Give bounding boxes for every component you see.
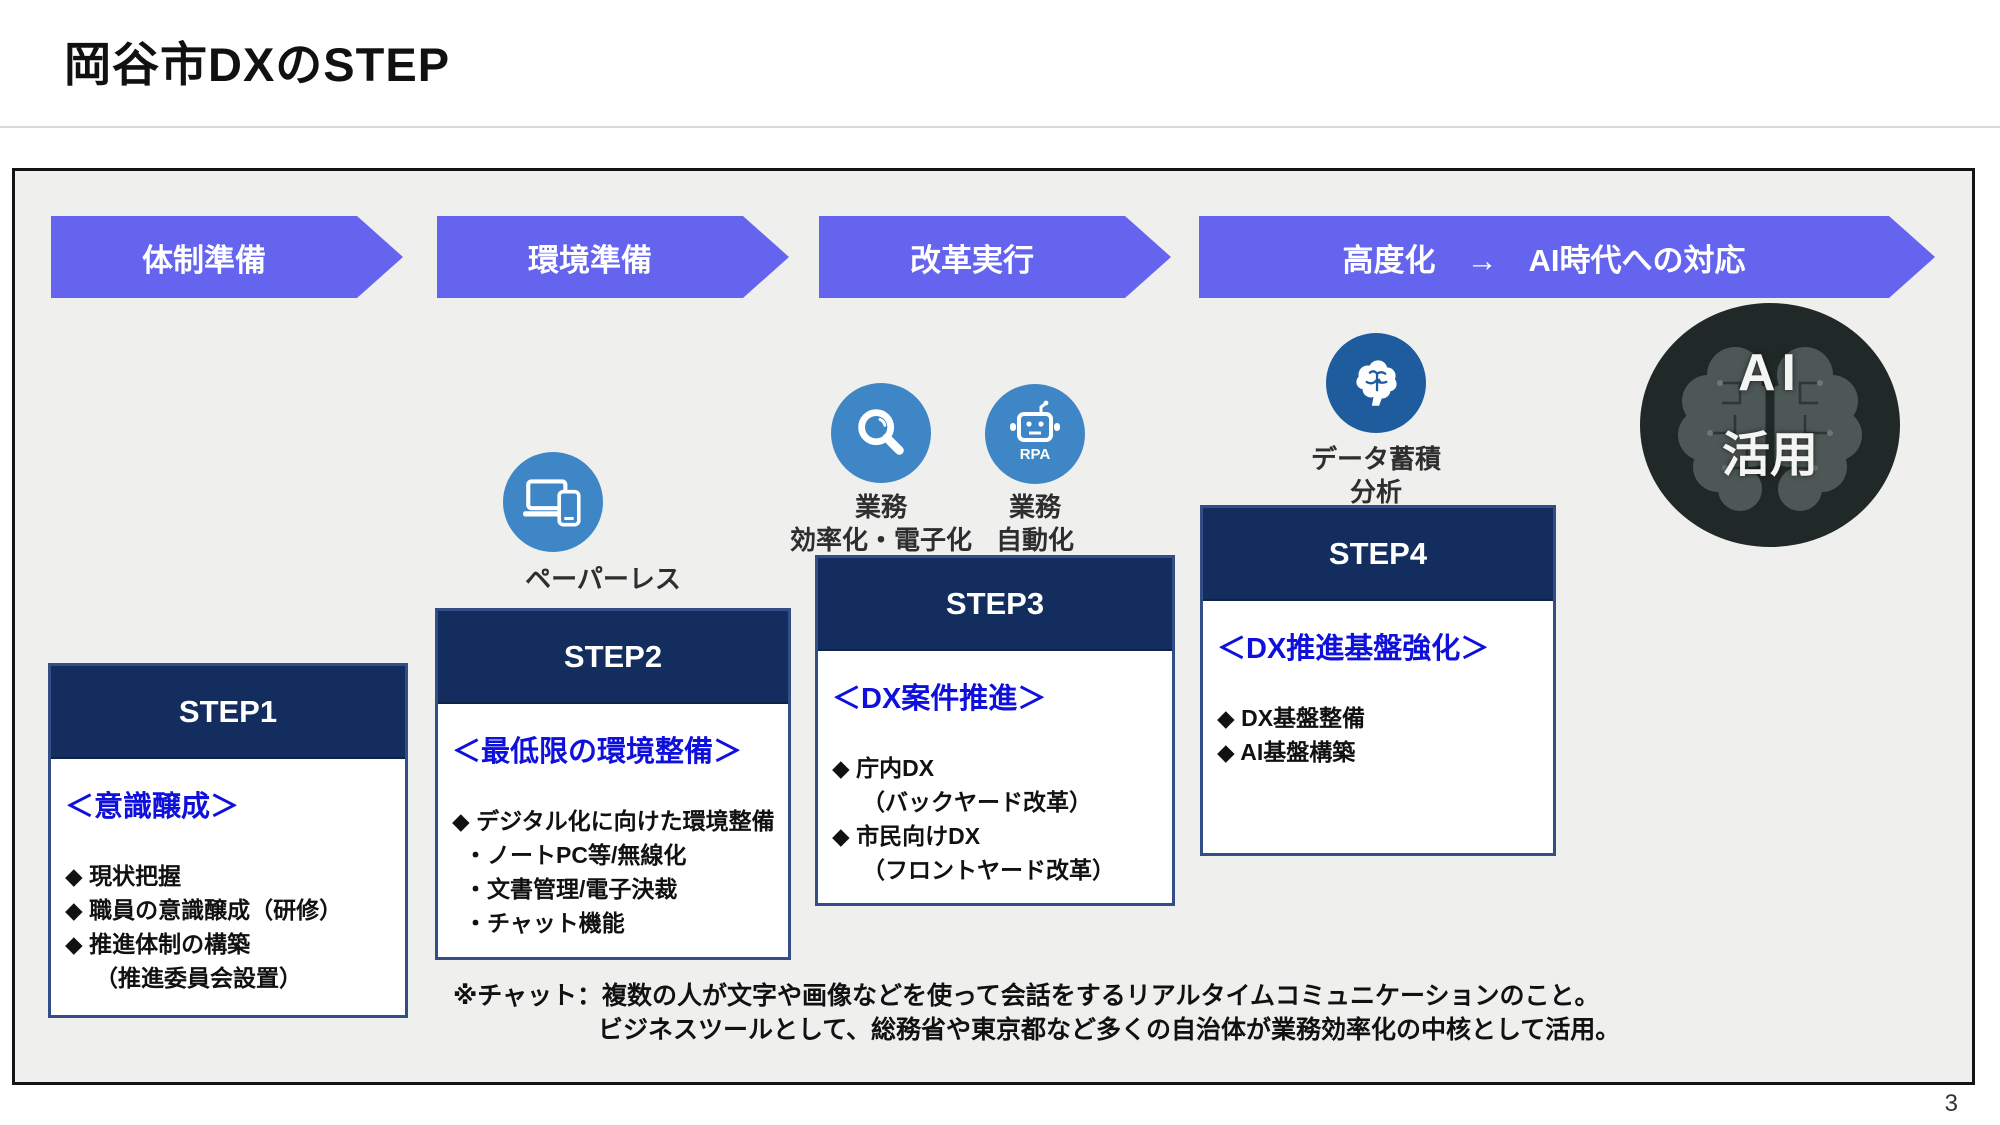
rpa-badge: RPA	[1020, 446, 1051, 463]
phase-arrow-4-label: 高度化 → AI時代への対応	[1342, 242, 1746, 278]
rpa-label: 業務 自動化	[955, 491, 1115, 557]
step1-item: （推進委員会設置）	[95, 965, 302, 991]
efficiency-label-line1: 業務	[854, 492, 907, 522]
step2-box: STEP2 ＜最低限の環境整備＞ ◆ デジタル化に向けた環境整備 ・ノートPC等…	[435, 608, 791, 960]
step3-item: ◆ 庁内DX	[832, 755, 935, 781]
step1-item: ◆ 推進体制の構築	[65, 931, 251, 957]
step4-item: ◆ AI基盤構築	[1217, 739, 1356, 765]
step2-title: STEP2	[438, 611, 788, 704]
phase-arrow-1: 体制準備	[51, 216, 403, 298]
page-number: 3	[1944, 1090, 1958, 1117]
footnote-line1: ※チャット：複数の人が文字や画像などを使って会話をするリアルタイムコミュニケーシ…	[453, 982, 1600, 1010]
step3-body: ＜DX案件推進＞ ◆ 庁内DX （バックヤード改革） ◆ 市民向けDX （フロン…	[818, 651, 1172, 897]
main-panel: 体制準備 環境準備 改革実行 高度化 → AI時代への対応 ペーパーレス	[12, 168, 1975, 1085]
title-divider	[0, 126, 2000, 128]
step2-item: ・ノートPC等/無線化	[464, 842, 687, 868]
step2-item: ・文書管理/電子決裁	[464, 876, 678, 902]
efficiency-label: 業務 効率化・電子化	[751, 491, 1011, 557]
phase-arrow-1-label: 体制準備	[142, 242, 266, 278]
ai-circle-line1: AI	[1738, 344, 1802, 402]
step2-heading: ＜最低限の環境整備＞	[452, 736, 743, 768]
step3-item: ◆ 市民向けDX	[832, 823, 981, 849]
step3-title: STEP3	[818, 558, 1172, 651]
step3-heading: ＜DX案件推進＞	[832, 683, 1047, 715]
step4-title: STEP4	[1203, 508, 1553, 601]
ai-circuit-brain-icon	[1640, 303, 1900, 547]
brain-icon	[1326, 333, 1426, 433]
step1-heading: ＜意識醸成＞	[65, 791, 240, 823]
phase-arrow-2: 環境準備	[437, 216, 789, 298]
ai-brain-badge: AI 活用	[1640, 303, 1900, 547]
rpa-label-line1: 業務	[1008, 492, 1061, 522]
step4-box: STEP4 ＜DX推進基盤強化＞ ◆ DX基盤整備 ◆ AI基盤構築	[1200, 505, 1556, 856]
paperless-label: ペーパーレス	[525, 564, 681, 594]
step4-body: ＜DX推進基盤強化＞ ◆ DX基盤整備 ◆ AI基盤構築	[1203, 601, 1553, 779]
phase-arrow-3: 改革実行	[819, 216, 1171, 298]
chat-footnote: ※チャット：複数の人が文字や画像などを使って会話をするリアルタイムコミュニケーシ…	[453, 979, 1620, 1047]
step4-item: ◆ DX基盤整備	[1217, 705, 1366, 731]
step3-item: （フロントヤード改革）	[862, 857, 1115, 883]
phase-arrow-2-label: 環境準備	[528, 242, 652, 278]
data-analysis-label-line2: 分析	[1349, 477, 1402, 507]
step3-box: STEP3 ＜DX案件推進＞ ◆ 庁内DX （バックヤード改革） ◆ 市民向けD…	[815, 555, 1175, 906]
step3-item: （バックヤード改革）	[862, 789, 1092, 815]
footnote-line2: ビジネスツールとして、総務省や東京都など多くの自治体が業務効率化の中核として活用…	[598, 1016, 1621, 1044]
step1-title: STEP1	[51, 666, 405, 759]
data-analysis-label-line1: データ蓄積	[1310, 444, 1441, 474]
step1-box: STEP1 ＜意識醸成＞ ◆ 現状把握 ◆ 職員の意識醸成（研修） ◆ 推進体制…	[48, 663, 408, 1018]
rpa-robot-icon: RPA	[985, 384, 1085, 484]
step4-heading: ＜DX推進基盤強化＞	[1217, 633, 1490, 665]
step1-body: ＜意識醸成＞ ◆ 現状把握 ◆ 職員の意識醸成（研修） ◆ 推進体制の構築 （推…	[51, 759, 405, 1005]
rpa-label-line2: 自動化	[995, 525, 1074, 555]
page-title: 岡谷市DXのSTEP	[64, 38, 451, 91]
step1-item: ◆ 職員の意識醸成（研修）	[65, 897, 343, 923]
step2-item: ◆ デジタル化に向けた環境整備	[452, 808, 775, 834]
paperless-icon	[503, 452, 603, 552]
data-analysis-label: データ蓄積 分析	[1266, 443, 1486, 509]
step2-item: ・チャット機能	[464, 910, 625, 936]
step1-item: ◆ 現状把握	[65, 863, 182, 889]
ai-circle-line2: 活用	[1721, 429, 1818, 482]
phase-arrow-3-label: 改革実行	[910, 242, 1034, 278]
step2-body: ＜最低限の環境整備＞ ◆ デジタル化に向けた環境整備 ・ノートPC等/無線化 ・…	[438, 704, 788, 950]
phase-arrow-4: 高度化 → AI時代への対応	[1199, 216, 1935, 298]
efficiency-label-line2: 効率化・電子化	[789, 525, 972, 555]
search-icon	[831, 383, 931, 483]
